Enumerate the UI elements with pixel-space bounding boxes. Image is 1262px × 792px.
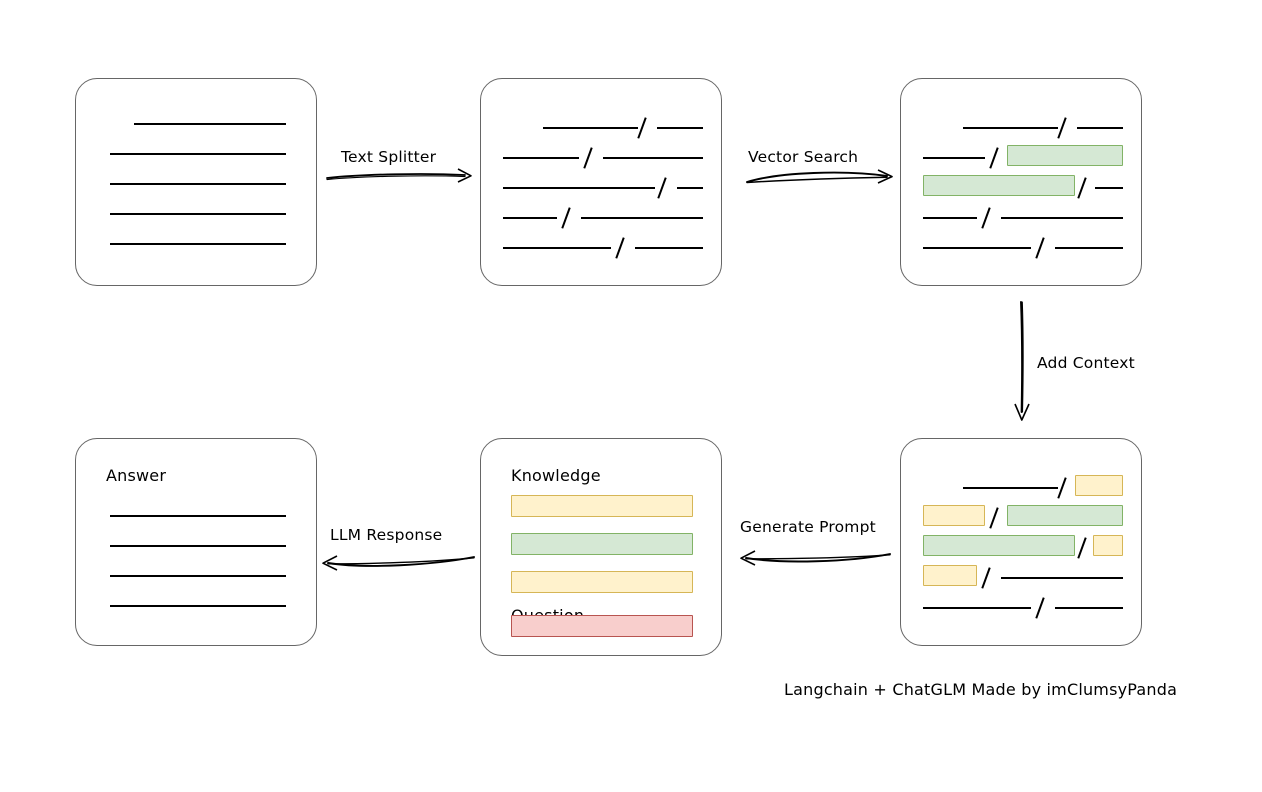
chunk-segment [603,157,703,159]
chunk-separator-icon [1057,477,1067,499]
doc-line [110,153,286,155]
chunk-segment [1001,577,1123,579]
chunk-segment [503,157,579,159]
edge-label-llm-response: LLM Response [330,526,443,544]
matched-chunk-highlight [1007,505,1123,526]
context-chunk-highlight [923,505,985,526]
doc-line [110,213,286,215]
chunk-segment [923,157,985,159]
matched-chunk-highlight [1007,145,1123,166]
chunk-segment [963,127,1058,129]
arrow-text-splitter [326,168,472,183]
chunk-separator-icon [657,177,667,199]
arrow-llm-response [322,555,475,571]
chunk-separator-icon [583,147,593,169]
question-bar [511,615,693,637]
chunk-separator-icon [615,237,625,259]
chunk-segment [1095,187,1123,189]
chunk-segment [923,217,977,219]
chunk-separator-icon [1077,537,1087,559]
answer-line [110,545,286,547]
matched-chunk-highlight [923,175,1075,196]
chunk-separator-icon [1035,237,1045,259]
chunk-segment [657,127,703,129]
edge-label-text-splitter: Text Splitter [341,148,437,166]
edge-label-add-context: Add Context [1037,354,1135,372]
chunk-separator-icon [637,117,647,139]
node-context-chunks[interactable] [900,438,1142,646]
chunk-separator-icon [1077,177,1087,199]
knowledge-label: Knowledge [511,466,601,485]
knowledge-bar [511,495,693,517]
chunk-segment [923,607,1031,609]
arrow-generate-prompt [740,550,891,566]
chunk-separator-icon [1057,117,1067,139]
answer-label: Answer [106,466,167,485]
matched-chunk-highlight [923,535,1075,556]
edge-label-generate-prompt: Generate Prompt [740,518,876,536]
chunk-separator-icon [561,207,571,229]
chunk-segment [635,247,703,249]
node-generated-prompt[interactable]: Knowledge Question [480,438,722,656]
chunk-segment [923,247,1031,249]
chunk-segment [503,247,611,249]
chunk-segment [503,217,557,219]
chunk-separator-icon [989,147,999,169]
context-chunk-highlight [923,565,977,586]
chunk-segment [677,187,703,189]
context-chunk-highlight [1093,535,1123,556]
chunk-segment [581,217,703,219]
chunk-segment [1055,607,1123,609]
knowledge-bar [511,533,693,555]
node-split-chunks[interactable] [480,78,722,286]
arrow-add-context [1014,301,1030,421]
chunk-separator-icon [981,567,991,589]
node-answer[interactable]: Answer [75,438,317,646]
doc-line [110,243,286,245]
answer-line [110,515,286,517]
knowledge-bar [511,571,693,593]
chunk-separator-icon [989,507,999,529]
arrow-vector-search [746,169,893,184]
chunk-segment [543,127,638,129]
chunk-segment [1001,217,1123,219]
footer-credit: Langchain + ChatGLM Made by imClumsyPand… [784,680,1178,699]
node-matched-chunks[interactable] [900,78,1142,286]
chunk-segment [503,187,655,189]
edge-label-vector-search: Vector Search [748,148,859,166]
context-chunk-highlight [1075,475,1123,496]
chunk-segment [1055,247,1123,249]
chunk-separator-icon [981,207,991,229]
answer-line [110,605,286,607]
doc-line [110,183,286,185]
chunk-separator-icon [1035,597,1045,619]
chunk-segment [1077,127,1123,129]
answer-line [110,575,286,577]
doc-line [134,123,286,125]
chunk-segment [963,487,1058,489]
node-source-document[interactable] [75,78,317,286]
